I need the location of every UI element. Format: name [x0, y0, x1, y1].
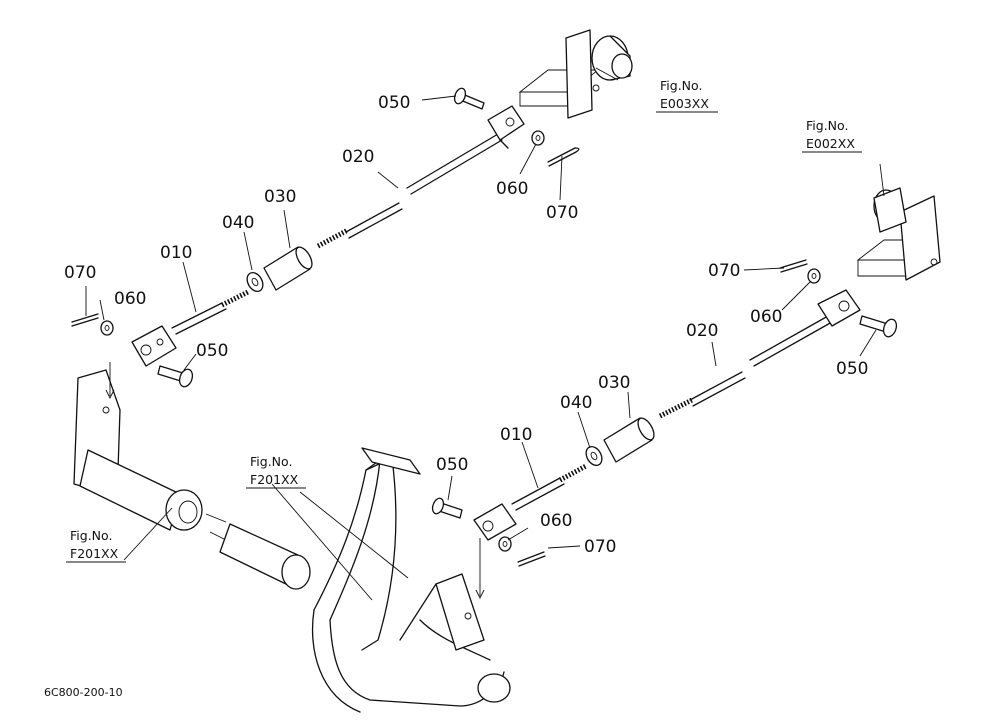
label-upper-020: 020: [342, 147, 374, 167]
lower-spacer-030: [603, 417, 655, 463]
fig-label-f201-left: Fig.No.: [70, 528, 112, 543]
fig-label-e002: Fig.No.: [806, 118, 848, 133]
label-lower-060-bottom: 060: [540, 511, 572, 531]
lower-cotter-070-bottom: [517, 551, 546, 567]
upper-rod-010: [171, 289, 250, 335]
lower-washer-060-bottom: [498, 536, 512, 552]
drawing-code: 6C800-200-10: [44, 686, 123, 699]
label-upper-010: 010: [160, 243, 192, 263]
lower-pin-050-left: [431, 497, 463, 519]
upper-nut-040: [246, 272, 264, 292]
label-lower-060-top: 060: [750, 307, 782, 327]
pedal-shaft-assembly: [73, 369, 511, 713]
lower-pin-050-right: [859, 315, 898, 338]
label-lower-020: 020: [686, 321, 718, 341]
lower-clevis-left: [473, 503, 517, 541]
label-lower-040: 040: [560, 393, 592, 413]
fig-code-f201-left: F201XX: [70, 546, 119, 561]
label-lower-050-left: 050: [436, 455, 468, 475]
lower-rod-020: [658, 315, 833, 419]
label-upper-030: 030: [264, 187, 296, 207]
label-lower-070-top: 070: [708, 261, 740, 281]
bracket-e002xx: [856, 187, 941, 281]
label-lower-070-bottom: 070: [584, 537, 616, 557]
label-upper-050-bottom: 050: [196, 341, 228, 361]
fig-label-f201-pedal: Fig.No.: [250, 454, 292, 469]
upper-clevis-left: [131, 325, 177, 367]
upper-rod-020: [316, 133, 503, 249]
label-upper-070-left: 070: [64, 263, 96, 283]
fig-code-e003: E003XX: [660, 96, 709, 111]
fig-code-f201-pedal: F201XX: [250, 472, 299, 487]
fig-code-e002: E002XX: [806, 136, 855, 151]
lower-rod-assembly: [431, 259, 898, 567]
upper-pin-050-top: [453, 87, 485, 110]
label-upper-060-left: 060: [114, 289, 146, 309]
label-upper-070-right: 070: [546, 203, 578, 223]
label-lower-050-right: 050: [836, 359, 868, 379]
fig-label-e003: Fig.No.: [660, 78, 702, 93]
lower-clevis-right: [817, 289, 861, 327]
upper-rod-assembly: [71, 87, 580, 388]
upper-washer-060-left: [100, 320, 114, 336]
bracket-e003xx: [518, 29, 633, 119]
leader-lines: [85, 67, 885, 601]
label-upper-060-right: 060: [496, 179, 528, 199]
label-upper-050-top: 050: [378, 93, 410, 113]
upper-pin-050-bottom: [157, 365, 194, 388]
upper-washer-060-right: [531, 130, 545, 146]
upper-cotter-070-right: [547, 147, 580, 167]
lower-rod-010: [511, 463, 588, 511]
upper-spacer-030: [263, 246, 313, 291]
label-lower-030: 030: [598, 373, 630, 393]
label-lower-010: 010: [500, 425, 532, 445]
lower-washer-060-top: [807, 268, 821, 284]
label-upper-040: 040: [222, 213, 254, 233]
lower-nut-040: [585, 446, 603, 466]
upper-clevis-right: [487, 105, 525, 149]
upper-cotter-070-left: [71, 313, 99, 327]
lower-cotter-070-top: [779, 259, 808, 273]
